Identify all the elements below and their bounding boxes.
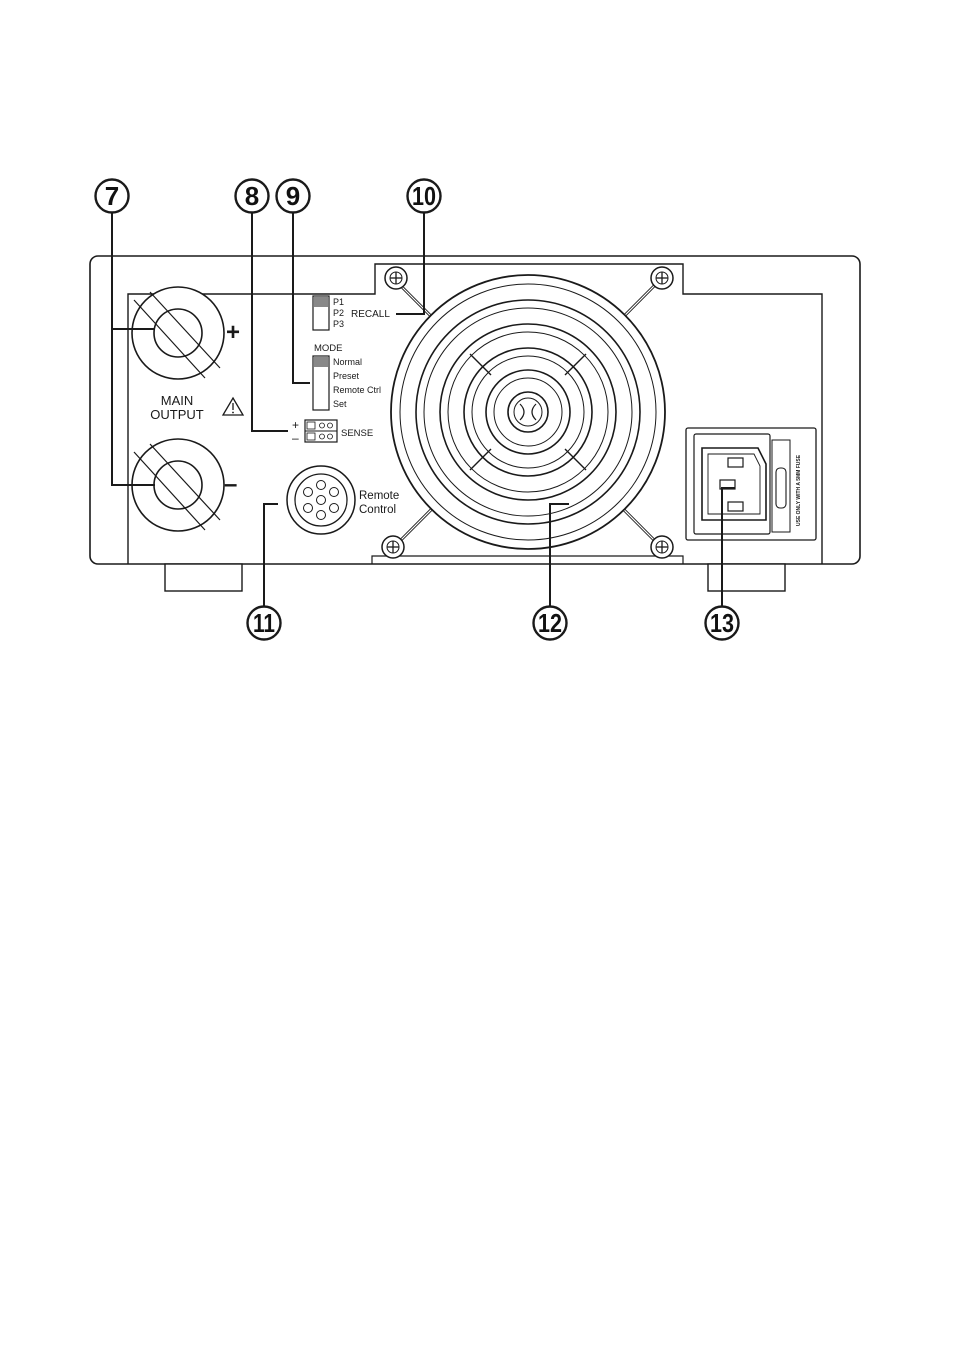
- screw-icon: [385, 267, 407, 289]
- recall-option-p1: P1: [333, 297, 344, 307]
- foot-right: [708, 564, 785, 591]
- callout-11: 11: [248, 607, 281, 640]
- callout-8: 8: [236, 180, 269, 213]
- callout-7: 7: [96, 180, 129, 213]
- recall-switch[interactable]: P1 P2 P3: [313, 296, 344, 330]
- screw-icon: [651, 536, 673, 558]
- sense-plus-sign: +: [292, 418, 299, 432]
- svg-text:10: 10: [412, 181, 436, 211]
- terminal-plus-sign: +: [226, 319, 240, 346]
- main-output-label-line1: MAIN: [161, 393, 194, 408]
- recall-option-p2: P2: [333, 308, 344, 318]
- svg-text:7: 7: [105, 181, 119, 211]
- mode-option-preset: Preset: [333, 371, 360, 381]
- callout-9: 9: [277, 180, 310, 213]
- din-socket-icon[interactable]: [287, 466, 355, 534]
- mode-option-normal: Normal: [333, 357, 362, 367]
- terminal-minus-sign: –: [224, 471, 237, 498]
- svg-text:13: 13: [710, 608, 734, 638]
- svg-text:9: 9: [286, 181, 300, 211]
- mode-option-remote-ctrl: Remote Ctrl: [333, 385, 381, 395]
- recall-option-p3: P3: [333, 319, 344, 329]
- fuse-warning-text: USE ONLY WITH A 5MM FUSE: [796, 454, 802, 526]
- sense-minus-sign: –: [292, 431, 299, 445]
- screw-icon: [382, 536, 404, 558]
- callout-10: 10: [408, 180, 441, 213]
- svg-text:8: 8: [245, 181, 259, 211]
- sense-label: SENSE: [341, 428, 373, 439]
- callout-12: 12: [534, 607, 567, 640]
- svg-text:11: 11: [253, 608, 275, 638]
- sense-terminal[interactable]: [305, 420, 337, 442]
- mode-title: MODE: [314, 343, 343, 354]
- remote-label-line1: Remote: [359, 490, 399, 502]
- fan-grille-icon: [391, 275, 665, 549]
- remote-label-line2: Control: [359, 504, 396, 516]
- mode-option-set: Set: [333, 399, 347, 409]
- terminal-positive[interactable]: [132, 287, 224, 379]
- main-output-label-line2: OUTPUT: [150, 407, 204, 422]
- screw-icon: [651, 267, 673, 289]
- callout-13: 13: [706, 607, 739, 640]
- recall-label: RECALL: [351, 309, 390, 320]
- foot-left: [165, 564, 242, 591]
- svg-text:12: 12: [538, 608, 562, 638]
